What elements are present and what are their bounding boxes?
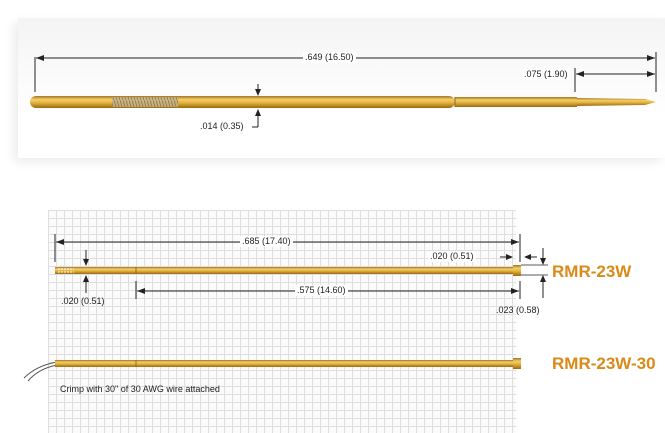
top-probe-drawing bbox=[30, 52, 657, 128]
head-diameter-label: .023 (0.58) bbox=[496, 305, 540, 315]
model-rmr-23w: RMR-23W bbox=[552, 262, 632, 281]
receptacle-overall-label: .685 (17.40) bbox=[240, 236, 293, 247]
overall-length-label: .649 (16.50) bbox=[303, 52, 356, 63]
crimp-note: Crimp with 30" of 30 AWG wire attached bbox=[60, 384, 220, 394]
grid-background bbox=[48, 210, 516, 433]
receptacle-body bbox=[55, 267, 513, 274]
receptacle-wire-body bbox=[55, 360, 513, 367]
probe-tip bbox=[577, 98, 656, 106]
head-length-label: .020 (0.51) bbox=[428, 251, 476, 262]
model-rmr-23w-30: RMR-23W-30 bbox=[552, 354, 656, 373]
probe-plunger bbox=[455, 97, 577, 107]
probe-spring bbox=[112, 97, 178, 107]
body-length-label: .575 (14.60) bbox=[295, 285, 348, 296]
bore-depth-label: .020 (0.51) bbox=[61, 296, 105, 306]
receptacle-wire-head bbox=[513, 358, 521, 369]
top-probe-panel bbox=[18, 18, 665, 158]
tip-length-label: .075 (1.90) bbox=[522, 69, 570, 80]
probe-barrel bbox=[30, 96, 455, 108]
diameter-label: .014 (0.35) bbox=[200, 121, 244, 131]
receptacle-wire-drawing bbox=[23, 358, 521, 382]
receptacle-head bbox=[513, 265, 521, 276]
